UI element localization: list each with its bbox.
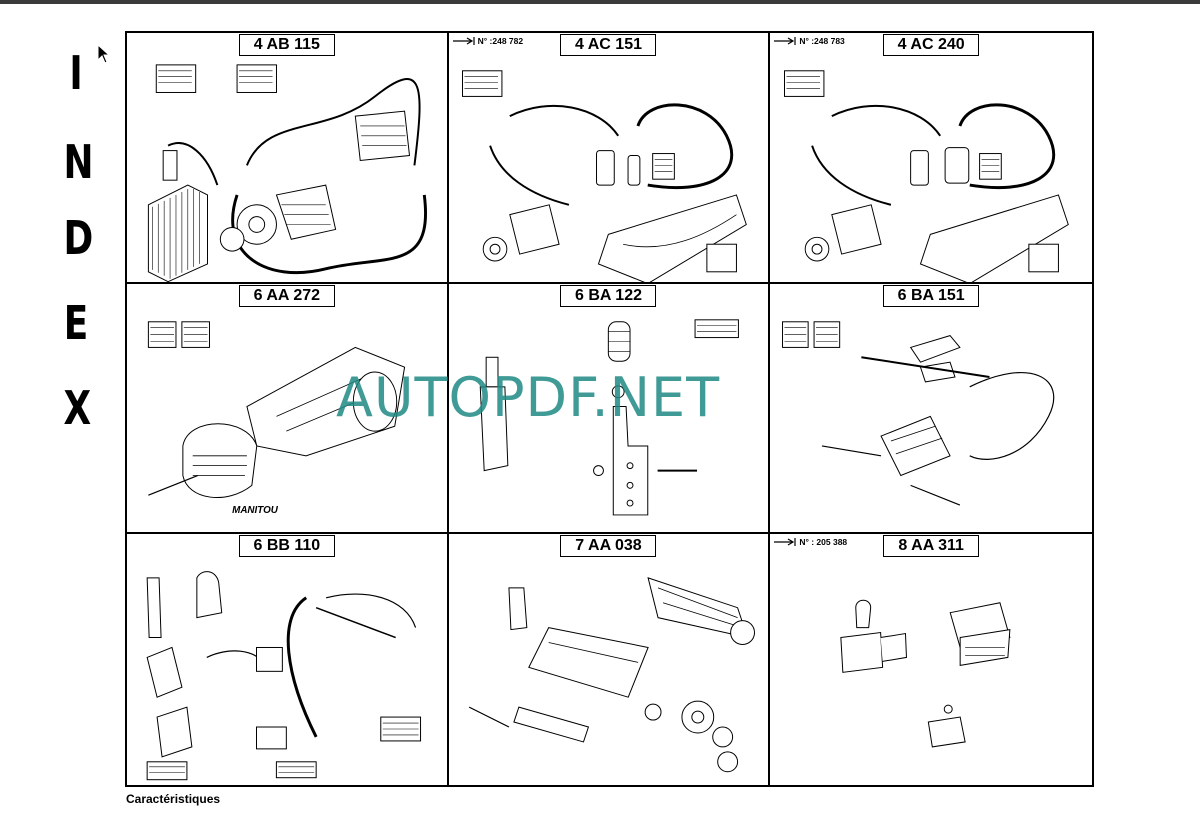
section-code: 8 AA 311 bbox=[883, 535, 980, 558]
section-code: 4 AC 151 bbox=[560, 34, 657, 56]
pointer-arrow-icon bbox=[97, 44, 111, 64]
index-cell[interactable]: 6 AA 272 MANITOU bbox=[127, 283, 449, 535]
index-cell[interactable]: N° : 205 388 8 AA 311 bbox=[770, 534, 1092, 785]
control-lever-drawing bbox=[479, 318, 739, 516]
section-code: 6 BB 110 bbox=[238, 535, 335, 558]
index-cell[interactable]: 7 AA 038 bbox=[449, 534, 771, 785]
serial-note: N° :248 782 bbox=[452, 36, 524, 46]
engine-cooling-drawing bbox=[147, 64, 427, 282]
index-cell[interactable]: 6 BA 151 bbox=[770, 284, 1092, 535]
serial-number: N° : 205 388 bbox=[799, 537, 848, 548]
watermark: AUTOPDF.NET bbox=[336, 366, 721, 429]
section-code: 6 BA 151 bbox=[883, 284, 980, 307]
top-border bbox=[0, 0, 1200, 4]
serial-note: N° : 205 388 bbox=[774, 537, 847, 547]
index-letter: I bbox=[69, 46, 83, 100]
index-letter: X bbox=[63, 381, 92, 435]
index-cell[interactable]: 6 BA 122 bbox=[448, 283, 771, 535]
hydraulic-control-drawing bbox=[146, 571, 422, 781]
index-letter: D bbox=[63, 211, 94, 265]
serial-number: N° :248 782 bbox=[477, 36, 524, 46]
pedal-assembly-drawing bbox=[782, 320, 1055, 506]
fuel-system-drawing bbox=[461, 70, 747, 282]
serial-arrow-icon bbox=[452, 37, 475, 45]
fuel-system-drawing bbox=[784, 70, 1070, 282]
index-cell[interactable]: N° :248 782 4 AC 151 bbox=[448, 33, 771, 284]
parts-index-grid: 4 AB 115 bbox=[125, 31, 1094, 787]
index-letter: E bbox=[63, 296, 89, 350]
page-footer-title: Caractéristiques bbox=[126, 792, 221, 806]
serial-arrow-icon bbox=[774, 538, 796, 547]
section-code: 4 AB 115 bbox=[238, 34, 335, 56]
index-letter: N bbox=[63, 135, 94, 189]
serial-note: N° :248 783 bbox=[774, 36, 845, 46]
index-cell[interactable]: 6 BB 110 bbox=[127, 534, 449, 785]
brand-label: MANITOU bbox=[232, 505, 279, 516]
serial-number: N° :248 783 bbox=[799, 36, 845, 46]
serial-arrow-icon bbox=[774, 37, 796, 45]
section-code: 7 AA 038 bbox=[560, 535, 657, 558]
index-cell[interactable]: 4 AB 115 bbox=[127, 33, 449, 284]
index-cell[interactable]: N° :248 783 4 AC 240 bbox=[770, 33, 1092, 284]
section-code: 6 AA 272 bbox=[238, 284, 335, 307]
seat-assembly-drawing bbox=[840, 600, 1011, 748]
axle-steering-drawing bbox=[468, 577, 755, 773]
section-code: 6 BA 122 bbox=[560, 284, 657, 307]
hood-chassis-drawing: MANITOU bbox=[147, 320, 406, 516]
section-code: 4 AC 240 bbox=[883, 34, 980, 56]
